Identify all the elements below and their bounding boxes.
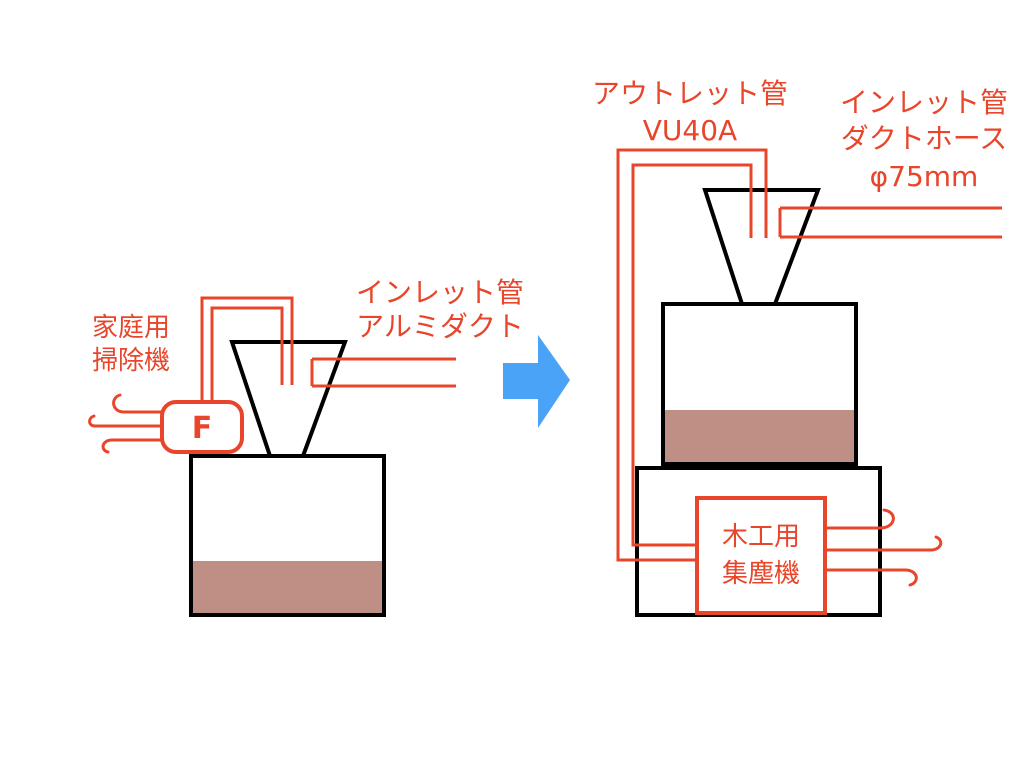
- right-inlet-label-line1: インレット管: [840, 86, 1008, 119]
- right-outlet-pipe-outer: [616, 148, 768, 562]
- left-dust-layer: [193, 561, 382, 613]
- left-exhaust-air-icon: [88, 393, 164, 454]
- right-outlet-pipe-inner: [631, 163, 753, 547]
- right-exhaust-air-icon: [823, 508, 943, 587]
- outlet-label-line2: VU40A: [643, 114, 737, 147]
- arrow-right-icon: [503, 335, 570, 428]
- left-inlet-label-line2: アルミダクト: [356, 310, 524, 343]
- left-outlet-pipe-outer: [200, 296, 294, 405]
- right-setup: 木工用 集塵機 アウトレット管 VU40A インレット管 ダクトホース φ75m…: [592, 77, 1008, 617]
- outlet-label-line1: アウトレット管: [592, 77, 788, 110]
- right-dust-layer: [665, 410, 854, 462]
- left-inlet-label-line1: インレット管: [356, 276, 524, 309]
- left-cyclone: [229, 340, 348, 458]
- collector-label-line2: 集塵機: [722, 559, 800, 589]
- right-cyclone: [702, 188, 821, 306]
- fan-letter: F: [192, 411, 213, 446]
- vacuum-label-line1: 家庭用: [92, 313, 170, 343]
- vacuum-label-line2: 掃除機: [92, 346, 170, 376]
- left-outlet-pipe-inner: [210, 306, 284, 405]
- dust-collector-box: [695, 496, 827, 615]
- right-inlet-label-line3: φ75mm: [870, 160, 979, 193]
- right-inlet-label-line2: ダクトホース: [841, 122, 1008, 155]
- collector-label-line1: 木工用: [722, 522, 800, 552]
- left-setup: F 家庭用 掃除機 インレット管 アルミダクト: [88, 276, 524, 617]
